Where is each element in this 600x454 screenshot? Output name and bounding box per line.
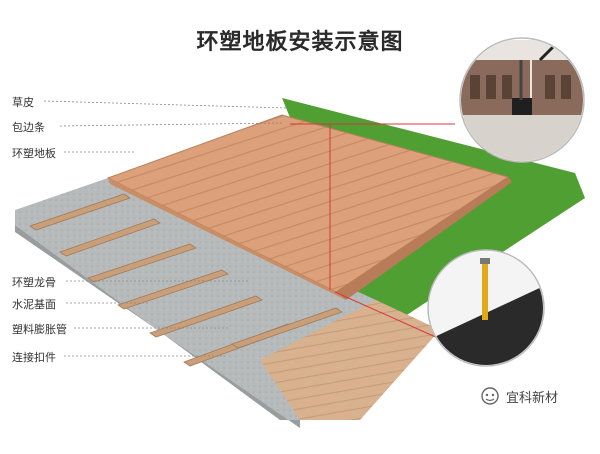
sub-layer xyxy=(260,300,440,420)
watermark: 宜科新材 xyxy=(480,386,558,406)
label-edge-strip: 包边条 xyxy=(12,121,45,134)
joists xyxy=(29,193,343,367)
watermark-text: 宜科新材 xyxy=(506,390,559,406)
label-expansion-tube: 塑料膨胀管 xyxy=(12,323,67,336)
expansion-detail-circle xyxy=(427,249,545,367)
label-turf: 草皮 xyxy=(12,96,34,109)
callout-lines xyxy=(290,123,455,340)
label-wpc-joist: 环塑龙骨 xyxy=(12,276,56,289)
label-wpc-floor: 环塑地板 xyxy=(12,147,56,160)
label-cement-base: 水泥基面 xyxy=(12,298,56,311)
page-title: 环塑地板安装示意图 xyxy=(196,30,404,55)
clip-detail-circle xyxy=(459,37,585,163)
wpc-deck-side xyxy=(108,178,346,300)
wechat-icon xyxy=(481,387,499,405)
label-clip: 连接扣件 xyxy=(12,351,56,364)
leader-lines xyxy=(43,100,287,357)
wpc-deck-side2 xyxy=(336,177,512,300)
